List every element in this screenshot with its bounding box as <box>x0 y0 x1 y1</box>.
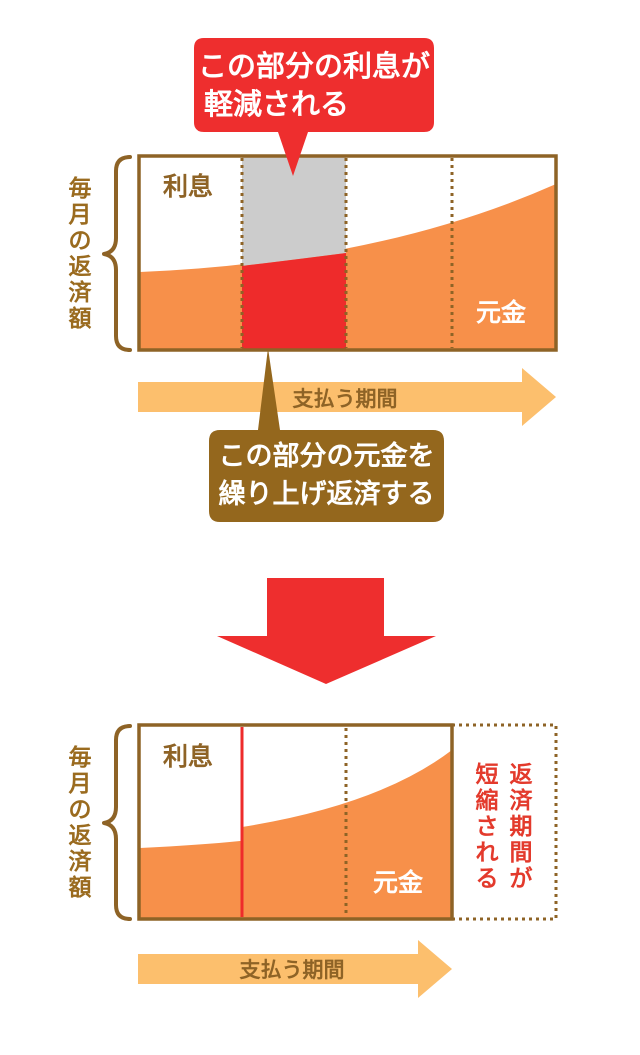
shortened-period-frame <box>452 723 558 921</box>
curly-brace-icon <box>102 155 132 352</box>
down-arrow-icon <box>217 578 436 684</box>
reduced-interest-region <box>242 157 346 266</box>
callout-prepay-text: この部分の元金を 繰り上げ返済する <box>209 438 444 514</box>
right-arrow-icon <box>138 368 556 426</box>
shortened-text-col1: 返済期間が <box>509 762 533 892</box>
callout-interest-line1: この部分の利息が <box>197 49 430 83</box>
chart-frame <box>137 154 558 352</box>
callout-interest-bubble <box>194 38 434 176</box>
interest-label: 利息 <box>163 742 213 771</box>
callout-prepay-line2: 繰り上げ返済する <box>218 479 435 510</box>
callout-prepay-line1: この部分の元金を <box>218 441 435 472</box>
prepaid-principal-region <box>242 253 346 349</box>
curly-brace-icon <box>102 724 132 921</box>
right-arrow-icon <box>138 940 452 998</box>
callout-interest-line2: 軽減される <box>204 87 350 121</box>
callout-prepay-bubble <box>209 348 444 522</box>
y-axis-label: 毎月の返済額 <box>68 176 92 332</box>
top-diagram: 利息 元金 支払う期間 <box>102 38 558 522</box>
callout-interest-text: この部分の利息が 軽減される <box>194 47 434 123</box>
interest-label: 利息 <box>163 172 213 201</box>
principal-label: 元金 <box>373 868 424 897</box>
shortened-text-col2: 短縮される <box>475 762 499 892</box>
bottom-diagram: 利息 元金 支払う期間 <box>102 723 558 998</box>
time-arrow-label: 支払う期間 <box>240 958 345 982</box>
time-arrow-label: 支払う期間 <box>293 387 398 411</box>
y-axis-label: 毎月の返済額 <box>68 745 92 901</box>
principal-label: 元金 <box>476 298 527 327</box>
principal-area <box>140 750 452 918</box>
chart-frame <box>137 723 454 921</box>
